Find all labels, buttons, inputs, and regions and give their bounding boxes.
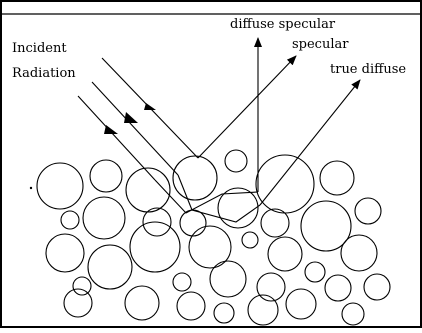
particle: [213, 302, 235, 324]
particle: [89, 159, 123, 193]
particle: [224, 149, 248, 173]
incident-ray-3: [77, 95, 156, 181]
particle: [142, 207, 172, 237]
true-diffuse-label: true diffuse: [330, 62, 406, 77]
incident-label-line2: Radiation: [12, 66, 76, 81]
particle: [300, 200, 352, 252]
incident-arrowhead-2: [124, 112, 138, 123]
particle: [63, 288, 93, 318]
particle: [172, 155, 218, 201]
particle: [341, 302, 365, 326]
incident-ray-2: [91, 81, 179, 176]
particle: [256, 272, 286, 302]
particle: [82, 196, 126, 240]
particle: [354, 197, 382, 225]
particle: [36, 162, 84, 210]
incident-rays: [77, 57, 199, 181]
specular-ray: [197, 55, 297, 159]
particle: [124, 285, 160, 321]
particle: [172, 272, 192, 292]
particle: [340, 234, 378, 272]
particle: [209, 260, 247, 298]
internal-scatter-paths: [154, 174, 261, 223]
particle: [247, 294, 279, 326]
particle: [72, 276, 92, 296]
particle: [267, 236, 303, 272]
particle: [319, 160, 355, 196]
particle: [324, 274, 352, 302]
diffuse-specular-label: diffuse specular: [230, 17, 336, 32]
particle: [179, 209, 207, 237]
particle: [241, 231, 259, 249]
internal-path-1: [154, 179, 259, 214]
particle: [45, 233, 85, 273]
edge-mark: [29, 186, 33, 190]
particle: [87, 244, 133, 290]
internal-path-2: [177, 174, 261, 223]
reflected-rays: [197, 37, 361, 206]
incident-arrowhead-1: [144, 103, 156, 110]
particle: [217, 187, 259, 229]
particle: [285, 288, 317, 320]
particle: [363, 273, 391, 301]
particle: [176, 291, 206, 321]
specular-label: specular: [292, 37, 349, 52]
particle: [188, 225, 232, 269]
particle: [260, 208, 290, 238]
incident-arrowhead-3: [104, 125, 118, 134]
particle-bed: [36, 149, 391, 326]
true-diffuse-ray: [259, 79, 361, 206]
particle: [129, 221, 181, 273]
particle: [60, 210, 80, 230]
particle: [304, 261, 326, 283]
incident-label-line1: Incident: [12, 41, 67, 56]
